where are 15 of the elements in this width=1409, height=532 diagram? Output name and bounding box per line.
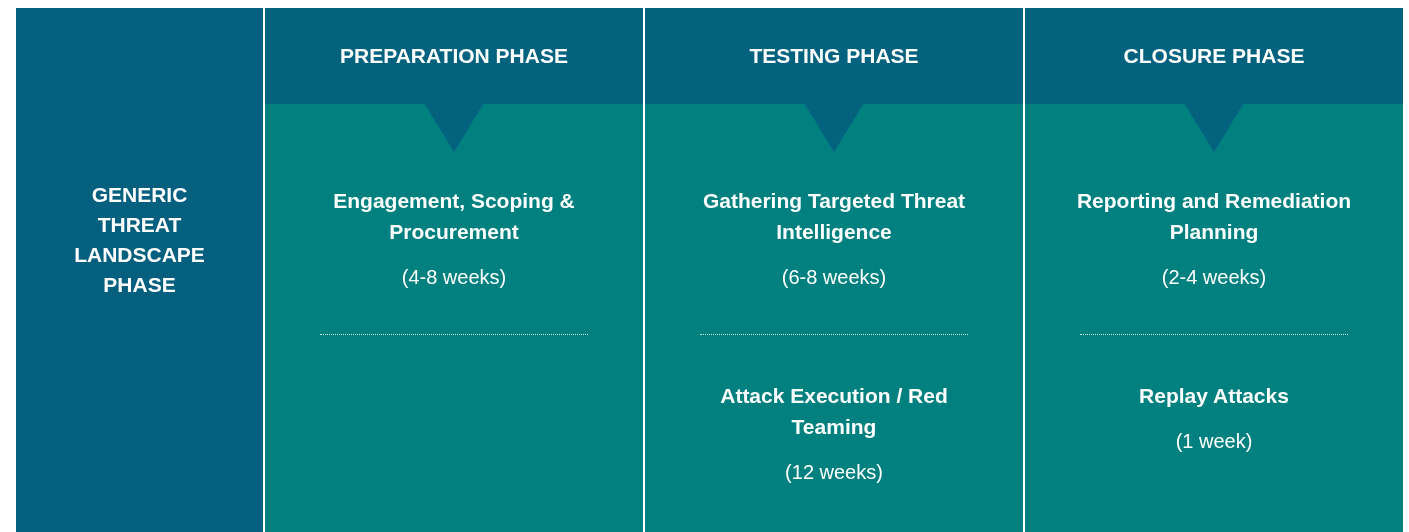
phase-column [1025, 8, 1403, 532]
task-title: Attack Execution / Red Teaming [719, 383, 949, 440]
duration-text: (2-4 weeks) [1161, 265, 1267, 290]
phase-column [645, 8, 1023, 532]
duration-text: (1 week) [1175, 429, 1253, 454]
task-title: Gathering Targeted Threat Intelligence [701, 188, 967, 245]
duration-text: (12 weeks) [785, 460, 883, 485]
duration-text: (4-8 weeks) [401, 265, 507, 290]
phase-band [16, 8, 263, 532]
duration-text: (6-8 weeks) [781, 265, 887, 290]
task-title: Reporting and Remediation Planning [1075, 188, 1353, 245]
task-title: Engagement, Scoping & Procurement [332, 188, 576, 245]
phase-title: GENERIC THREAT LANDSCAPE PHASE [73, 182, 206, 298]
phase-column [265, 8, 643, 532]
task-title: Replay Attacks [1139, 383, 1289, 409]
